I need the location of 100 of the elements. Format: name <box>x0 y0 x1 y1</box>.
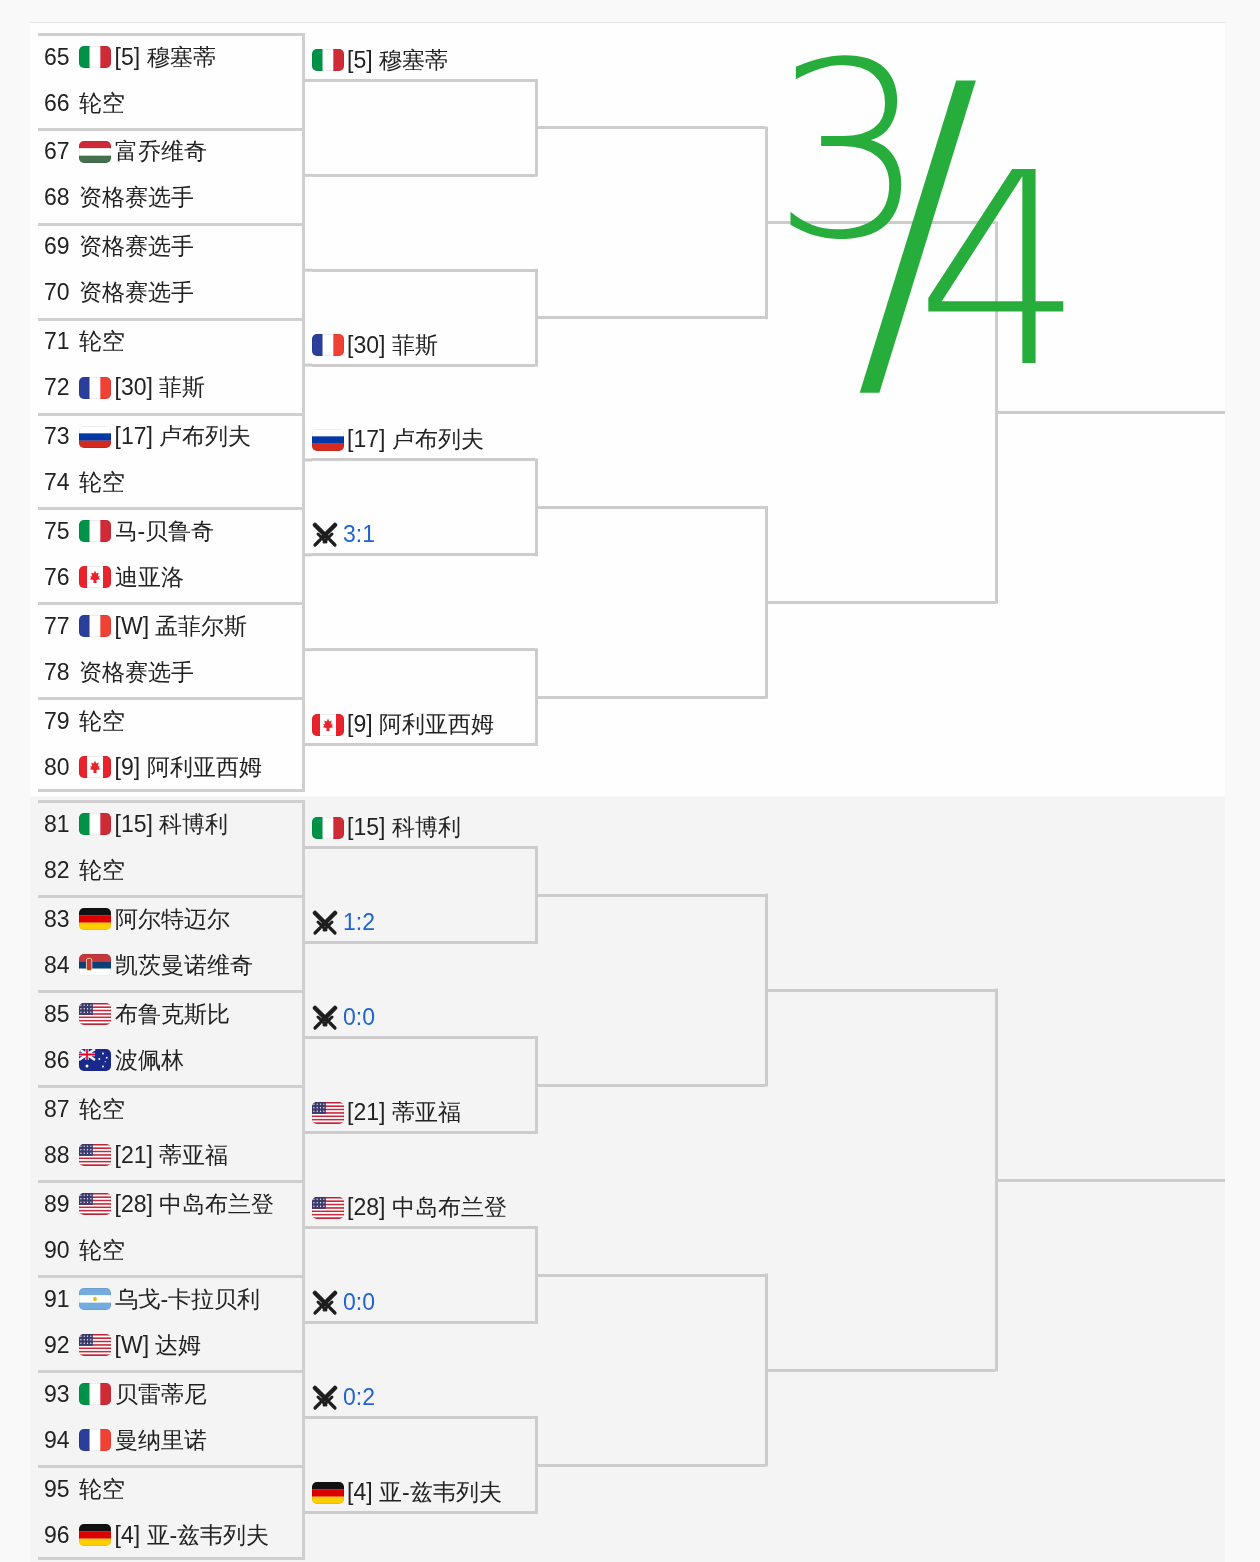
match-card <box>38 412 305 508</box>
player-name: 轮空 <box>78 706 125 736</box>
draw-number: 69 <box>44 233 70 261</box>
player-name: 资格赛选手 <box>78 232 194 262</box>
draw-number: 67 <box>44 138 70 166</box>
bracket-connector <box>993 221 1000 414</box>
draw-number: 82 <box>44 856 70 884</box>
match-score: 1:2 <box>343 909 375 936</box>
bracket-connector <box>533 846 540 897</box>
draw-number: 91 <box>44 1285 70 1313</box>
player-name: 乌戈-卡拉贝利 <box>114 1284 261 1314</box>
bracket-connector <box>533 1463 540 1514</box>
player-name: 轮空 <box>78 855 125 885</box>
player-name: 轮空 <box>78 327 125 357</box>
draw-number: 75 <box>44 517 70 545</box>
match-score: 0:2 <box>343 1384 375 1411</box>
draw-number: 87 <box>44 1095 70 1123</box>
player-name: 轮空 <box>78 88 125 118</box>
draw-number: 86 <box>44 1046 70 1074</box>
player-name: 曼纳里诺 <box>114 1425 207 1455</box>
bracket-connector <box>533 1083 540 1134</box>
draw-number: 72 <box>44 374 70 402</box>
draw-number: 85 <box>44 1000 70 1028</box>
bracket-line <box>538 126 765 130</box>
player-name: 资格赛选手 <box>78 183 194 213</box>
bracket-connector <box>993 411 1000 604</box>
match-card <box>38 1465 305 1560</box>
match-card <box>38 602 305 698</box>
draw-number: 88 <box>44 1141 70 1169</box>
draw-number: 78 <box>44 658 70 686</box>
bracket-connector <box>763 221 770 320</box>
bracket-line <box>538 893 765 897</box>
match-card <box>38 895 305 990</box>
draw-number: 84 <box>44 951 70 979</box>
bracket-connector <box>533 1226 540 1277</box>
draw-number: 76 <box>44 563 70 591</box>
bracket-connector <box>533 695 540 747</box>
bracket-line <box>538 1463 765 1467</box>
player-name: 凯茨曼诺维奇 <box>114 950 253 980</box>
bracket-line <box>768 1368 995 1372</box>
player-name: [W] 达姆 <box>114 1330 202 1360</box>
player-name: [4] 亚-兹韦列夫 <box>114 1520 270 1550</box>
bracket-connector <box>533 505 540 557</box>
match-card <box>38 33 305 128</box>
draw-number: 66 <box>44 89 70 117</box>
player-name: [4] 亚-兹韦列夫 <box>347 1478 502 1507</box>
player-name: [5] 穆塞蒂 <box>114 42 216 72</box>
draw-number: 89 <box>44 1190 70 1218</box>
bracket-connector <box>305 553 312 557</box>
player-name: [28] 中岛布兰登 <box>114 1189 275 1219</box>
bracket-line <box>538 695 765 699</box>
bracket-connector <box>305 1131 312 1134</box>
draw-number: 77 <box>44 612 70 640</box>
player-name: 富乔维奇 <box>114 137 207 167</box>
match-score: 0:0 <box>343 1289 375 1316</box>
draw-number: 94 <box>44 1426 70 1454</box>
bracket-connector <box>993 988 1000 1182</box>
bracket-connector <box>763 893 770 992</box>
bracket-connector <box>305 1321 312 1324</box>
player-name: [5] 穆塞蒂 <box>347 45 448 75</box>
draw-number: 81 <box>44 810 70 838</box>
bracket-connector <box>305 743 312 747</box>
bracket-connector <box>763 1273 770 1372</box>
bracket-connector <box>533 316 540 367</box>
player-name: 贝雷蒂尼 <box>114 1379 207 1409</box>
match-card <box>38 1370 305 1465</box>
bracket-connector <box>305 941 312 944</box>
bracket-line <box>312 648 535 652</box>
bracket-connector <box>533 1273 540 1324</box>
bracket-line <box>998 1178 1225 1182</box>
player-name: 波佩林 <box>114 1045 184 1075</box>
draw-number: 65 <box>44 43 70 71</box>
player-name: 资格赛选手 <box>78 657 194 687</box>
player-name: 资格赛选手 <box>78 278 194 308</box>
bracket-line <box>538 505 765 509</box>
player-name: 轮空 <box>78 468 125 497</box>
bracket-connector <box>763 505 770 604</box>
bracket-line <box>538 1273 765 1277</box>
bracket-connector <box>533 893 540 944</box>
bracket-line <box>768 988 995 992</box>
player-name: 轮空 <box>78 1094 125 1124</box>
bracket-connector <box>763 988 770 1087</box>
bracket-connector <box>305 1226 312 1229</box>
player-name: [17] 卢布列夫 <box>347 425 484 455</box>
player-name: 轮空 <box>78 1474 125 1504</box>
match-card <box>38 800 305 895</box>
draw-number: 92 <box>44 1331 70 1359</box>
bracket-line <box>538 1083 765 1087</box>
bracket-line <box>538 316 765 320</box>
match-card <box>38 1085 305 1180</box>
bracket-connector <box>533 458 540 509</box>
draw-number: 80 <box>44 753 70 781</box>
bracket-connector <box>305 1511 312 1514</box>
bracket-connector <box>533 648 540 699</box>
match-card <box>38 1275 305 1370</box>
draw-number: 93 <box>44 1380 70 1408</box>
bracket-connector <box>305 78 312 82</box>
bracket-connector <box>305 1416 312 1419</box>
match-score: 3:1 <box>343 521 375 549</box>
player-name: [30] 菲斯 <box>347 330 438 360</box>
